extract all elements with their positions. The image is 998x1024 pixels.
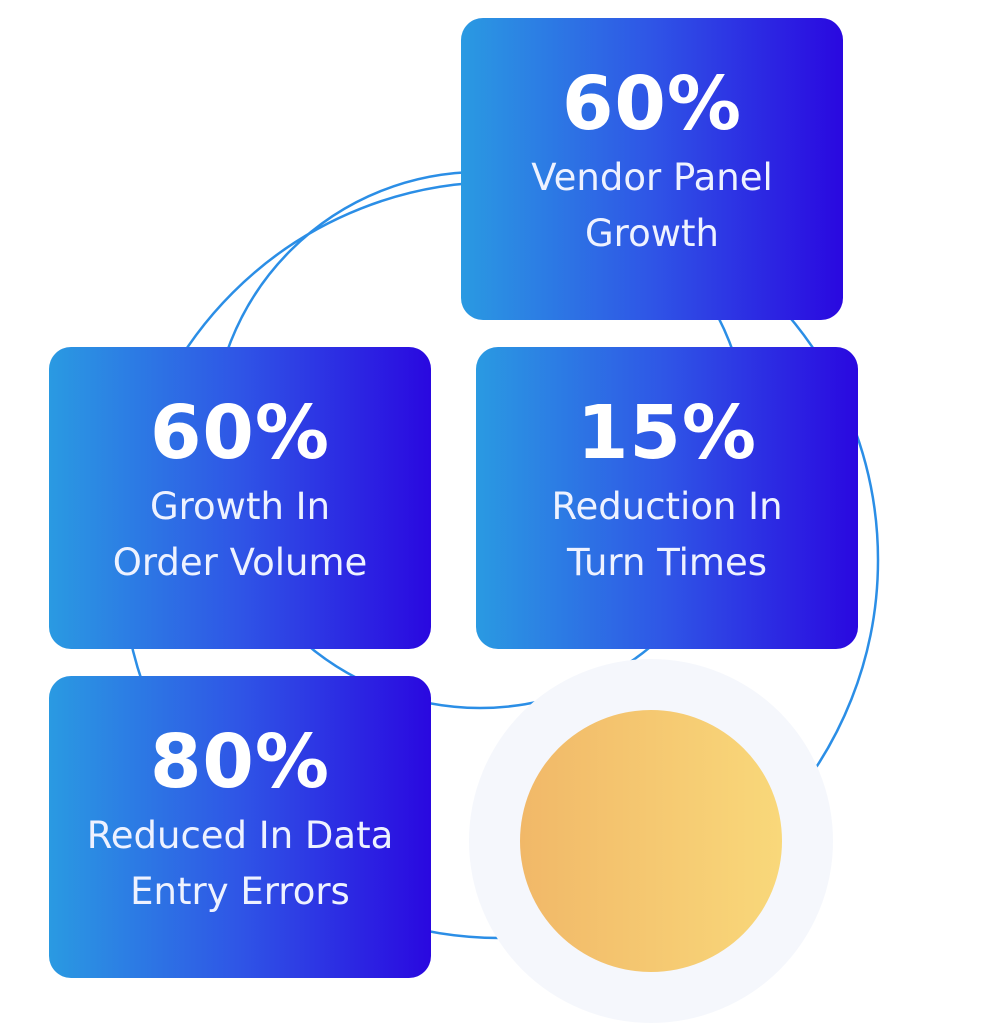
stat-label: Reduction In Turn Times xyxy=(551,479,782,591)
stat-label: Reduced In Data Entry Errors xyxy=(87,808,394,920)
stat-label-line1: Vendor Panel xyxy=(531,156,773,199)
yellow-circle xyxy=(520,710,782,972)
stat-value: 60% xyxy=(561,61,743,147)
stat-card-turn-times: 15% Reduction In Turn Times xyxy=(476,347,858,649)
stat-card-vendor-panel-growth: 60% Vendor Panel Growth xyxy=(461,18,843,320)
stat-label-line1: Growth In xyxy=(149,485,331,528)
stat-label-line1: Reduction In xyxy=(551,485,783,528)
stat-label-line2: Growth xyxy=(585,212,719,255)
stat-value: 60% xyxy=(149,390,331,476)
stat-label: Vendor Panel Growth xyxy=(531,150,773,262)
stat-label-line1: Reduced In Data xyxy=(86,814,394,857)
stat-label-line2: Order Volume xyxy=(112,541,368,584)
stat-card-order-volume: 60% Growth In Order Volume xyxy=(49,347,431,649)
stat-value: 80% xyxy=(149,719,331,805)
stat-label-line2: Entry Errors xyxy=(130,870,350,913)
stat-label: Growth In Order Volume xyxy=(113,479,368,591)
stat-card-data-entry-errors: 80% Reduced In Data Entry Errors xyxy=(49,676,431,978)
stat-value: 15% xyxy=(576,390,758,476)
stat-label-line2: Turn Times xyxy=(566,541,768,584)
